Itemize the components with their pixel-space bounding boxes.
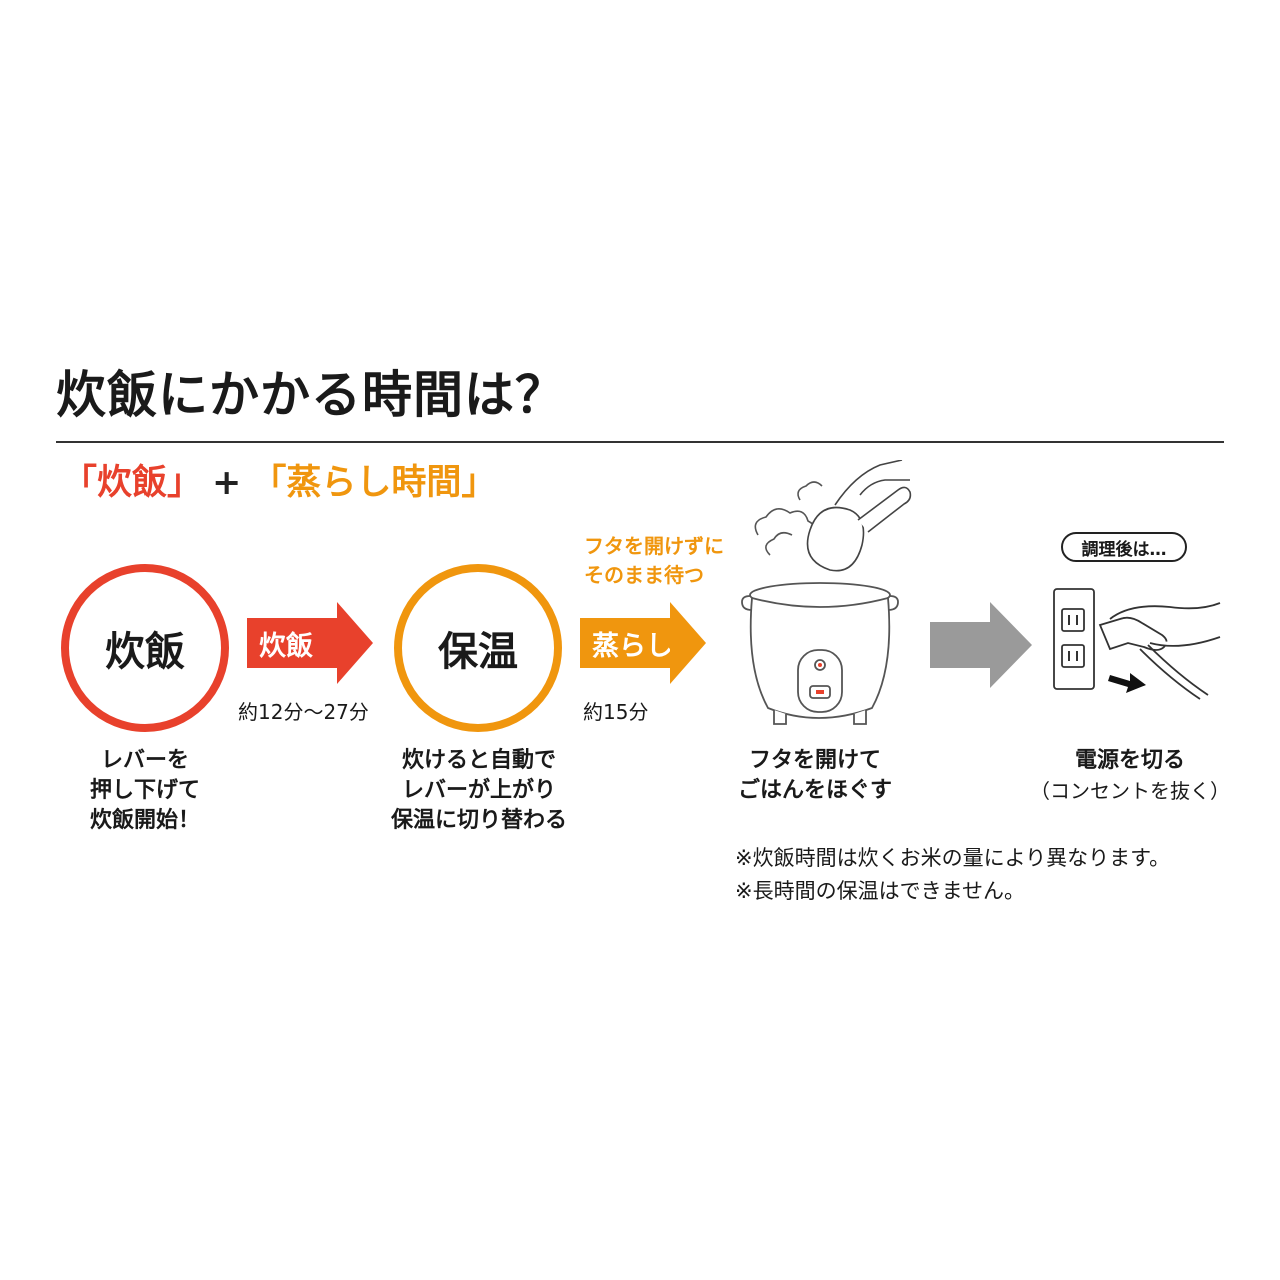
caption-line: レバーが上がり xyxy=(401,778,556,803)
footnote-line: ※炊飯時間は炊くお米の量により異なります。 xyxy=(735,846,1171,870)
cook-circle: 炊飯 xyxy=(61,564,229,732)
caption-line: 電源を切る xyxy=(1074,748,1185,773)
steam-arrow-label: 蒸らし xyxy=(592,630,673,662)
open-caption: フタを開けて ごはんをほぐす xyxy=(720,746,910,806)
next-arrow xyxy=(930,602,1032,688)
subtitle-plus: + xyxy=(212,463,242,503)
caption-line: 炊飯開始！ xyxy=(89,808,200,833)
caption-line: 炊けると自動で xyxy=(401,748,556,773)
caption-line: ごはんをほぐす xyxy=(737,778,892,803)
caption-line: 押し下げて xyxy=(89,778,200,803)
steam-arrow: 蒸らし xyxy=(580,602,706,684)
warm-circle-label: 保温 xyxy=(438,629,518,675)
caption-line: レバーを xyxy=(100,748,189,773)
page-title: 炊飯にかかる時間は？ xyxy=(56,366,566,424)
rice-paddle-hand-icon xyxy=(806,460,912,572)
pull-arrow-icon xyxy=(1108,673,1146,693)
footnote-line: ※長時間の保温はできません。 xyxy=(735,879,1025,903)
footnotes: ※炊飯時間は炊くお米の量により異なります。 ※長時間の保温はできません。 xyxy=(735,842,1170,908)
cook-circle-label: 炊飯 xyxy=(105,629,185,675)
subtitle-cook: 「炊飯」 xyxy=(62,463,203,503)
cook-caption: レバーを 押し下げて 炊飯開始！ xyxy=(70,746,220,836)
warm-caption: 炊けると自動で レバーが上がり 保温に切り替わる xyxy=(374,746,584,836)
title-divider xyxy=(56,441,1224,443)
caption-line: （コンセントを抜く） xyxy=(1030,779,1230,803)
plug-hand-icon xyxy=(1098,602,1221,700)
cook-arrow-label: 炊飯 xyxy=(259,630,313,662)
caption-line: フタを開けて xyxy=(748,748,881,773)
power-caption: 電源を切る （コンセントを抜く） xyxy=(1025,746,1235,806)
subtitle: 「炊飯」+「蒸らし時間」 xyxy=(62,464,496,503)
wall-outlet-icon xyxy=(1053,588,1221,700)
steam-note-line: そのまま待つ xyxy=(584,563,704,587)
warm-circle: 保温 xyxy=(394,564,562,732)
subtitle-steam: 「蒸らし時間」 xyxy=(251,463,497,503)
caption-line: 保温に切り替わる xyxy=(390,808,567,833)
cook-time: 約12分〜27分 xyxy=(238,700,369,724)
steam-time: 約15分 xyxy=(583,700,649,724)
after-cooking-badge: 調理後は… xyxy=(1061,532,1187,562)
steam-note: フタを開けずに そのまま待つ xyxy=(584,532,724,590)
steam-note-line: フタを開けずに xyxy=(584,534,724,558)
cook-arrow: 炊飯 xyxy=(247,602,373,684)
rice-cooker-icon xyxy=(741,460,912,725)
